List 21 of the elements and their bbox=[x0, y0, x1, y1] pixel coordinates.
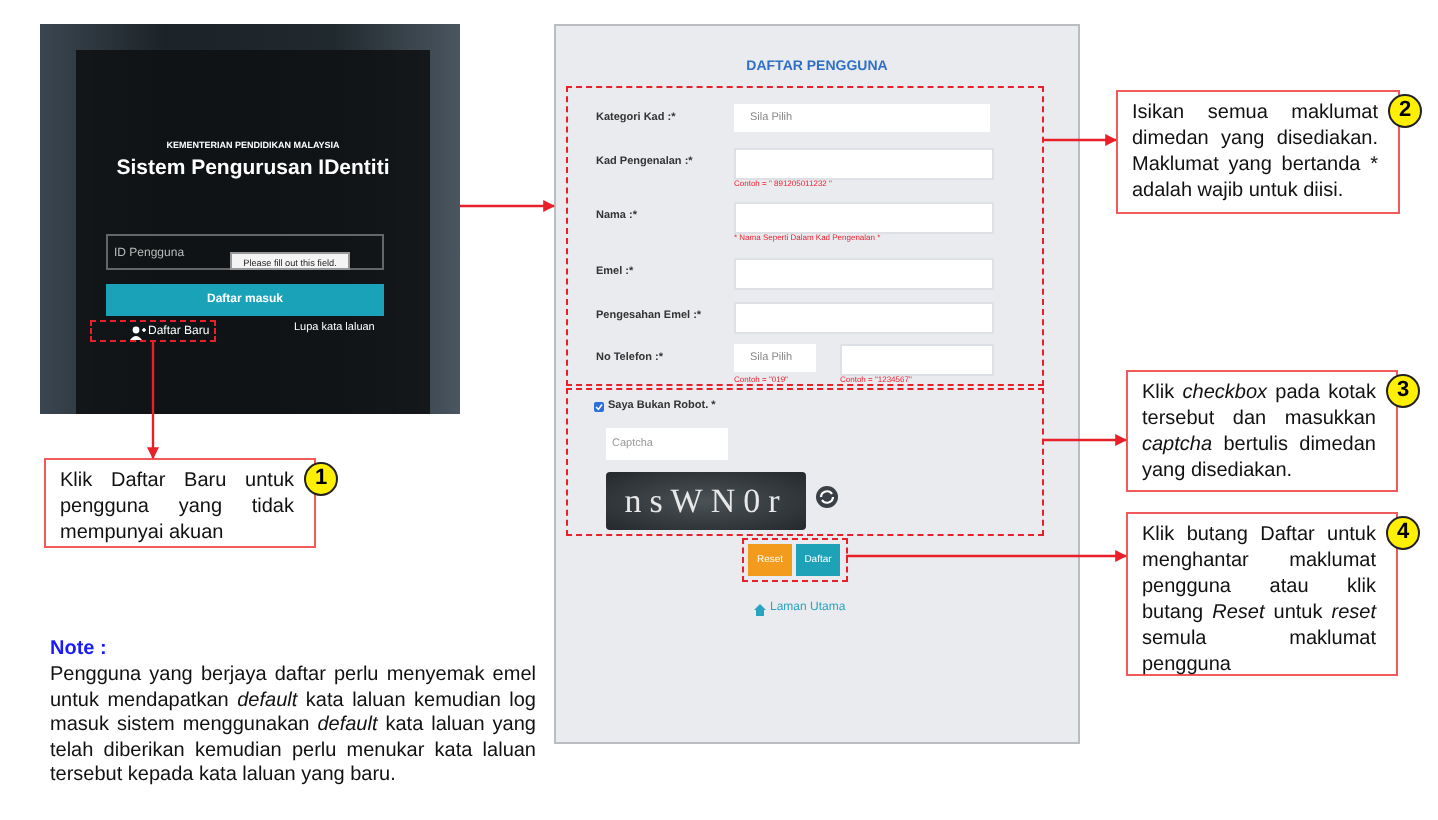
arrow bbox=[460, 200, 556, 212]
system-title: Sistem Pengurusan IDentiti bbox=[114, 156, 392, 180]
login-screen-screenshot bbox=[40, 24, 460, 414]
note-text: Pengguna yang berjaya daftar perlu menyemak emel untuk mendapatkan default kata laluan kemudian log masuk sistem menggunakan default kata laluan yang telah diberikan kemudian perlu menukar kata laluan tersebut kepada kata laluan yang baru. bbox=[50, 664, 536, 790]
callout-text: Klik Daftar Baru untuk pengguna yang tidak mempunyai akuan bbox=[60, 468, 294, 546]
arrow bbox=[1042, 134, 1118, 146]
highlight-box bbox=[90, 320, 216, 342]
step-number: 4 bbox=[1386, 516, 1420, 550]
callout-text: Isikan semua maklumat dimedan yang disediakan. Maklumat yang bertanda * adalah wajib untuk diisi. bbox=[1132, 100, 1378, 204]
registration-form-screenshot bbox=[554, 24, 1080, 744]
step-number: 2 bbox=[1388, 94, 1422, 128]
note-heading: Note : bbox=[50, 638, 107, 660]
callout-text: Klik butang Daftar untuk menghantar maklumat pengguna atau klik butang Reset untuk reset semula maklumat pengguna bbox=[1142, 522, 1376, 678]
callout-text: Klik checkbox pada kotak tersebut dan masukkan captcha bertulis dimedan yang disediakan. bbox=[1142, 380, 1376, 484]
step-number: 1 bbox=[304, 462, 338, 496]
arrow bbox=[1042, 434, 1128, 446]
highlight-box bbox=[742, 538, 848, 582]
captcha-image: nsWN0r bbox=[606, 472, 806, 530]
step-number: 3 bbox=[1386, 374, 1420, 408]
arrow bbox=[147, 342, 159, 460]
arrow bbox=[846, 550, 1128, 562]
